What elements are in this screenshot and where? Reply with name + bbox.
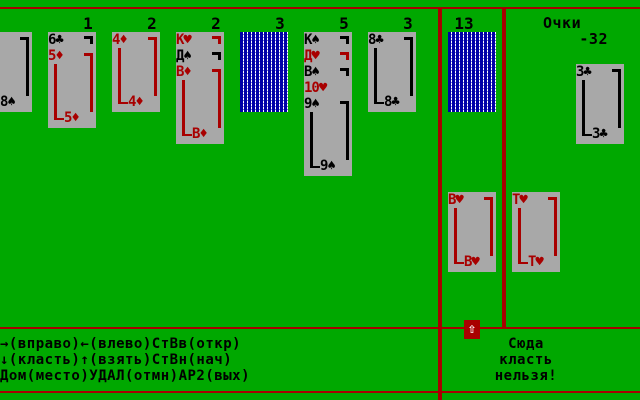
card-label[interactable]: К♠ (304, 32, 320, 48)
card-label[interactable]: В♠ (304, 64, 320, 80)
card-corner (340, 68, 349, 76)
card-pile[interactable]: 8♠8♠ (0, 32, 32, 112)
facedown-pile[interactable] (240, 32, 288, 112)
card-label[interactable]: Т♥ (512, 192, 528, 208)
card-frame-left (374, 48, 377, 104)
card-frame-right (490, 198, 493, 256)
card-label[interactable]: К♥ (176, 32, 192, 48)
card-frame-bottom (118, 102, 128, 104)
status-divider-bottom (0, 391, 640, 393)
card-frame-right (554, 198, 557, 256)
message-line-2: класть (499, 352, 553, 368)
card-label-bottom: В♦ (192, 126, 208, 142)
up-arrow-icon: ⇧ (464, 320, 480, 339)
card-label-bottom: 4♦ (128, 94, 144, 110)
card-frame-bottom (582, 134, 592, 136)
card-label-bottom: 9♠ (320, 158, 336, 174)
card-label[interactable]: В♦ (176, 64, 192, 80)
card-frame-left (310, 112, 313, 168)
card-pile[interactable]: 3♣ 3♣ (576, 64, 624, 144)
stock-pile[interactable] (448, 32, 496, 112)
card-frame-right (154, 38, 157, 96)
card-label-bottom: Т♥ (528, 254, 544, 270)
card-corner (340, 36, 349, 44)
card-label[interactable]: 9♠ (304, 96, 320, 112)
card-label[interactable]: В♥ (448, 192, 464, 208)
card-frame-left (582, 80, 585, 136)
card-frame-bottom (374, 102, 384, 104)
pile-count: 2 (147, 14, 157, 33)
card-corner (212, 36, 221, 44)
card-frame-bottom (518, 262, 528, 264)
card-frame-left (118, 48, 121, 104)
pile-count: 3 (403, 14, 413, 33)
pile-count: 3 (275, 14, 285, 33)
card-pile[interactable]: 4♦ 4♦ (112, 32, 160, 112)
card-label-bottom: В♥ (464, 254, 480, 270)
card-label[interactable]: 10♥ (304, 80, 327, 96)
top-divider (0, 7, 640, 9)
card-frame-right (90, 54, 93, 112)
card-pile[interactable]: 6♣5♦5♦ (48, 32, 96, 128)
card-corner (212, 52, 221, 60)
card-frame-bottom (54, 118, 64, 120)
score-label: Очки (543, 14, 582, 32)
card-frame-right (26, 38, 29, 96)
card-label[interactable]: 4♦ (112, 32, 128, 48)
card-label[interactable]: 8♣ (368, 32, 384, 48)
card-pile[interactable]: К♥Д♠В♦В♦ (176, 32, 224, 144)
status-divider-top (0, 327, 640, 329)
help-line-3: Дом(место)УДАЛ(отмн)АР2(вых) (0, 368, 251, 384)
card-frame-right (618, 70, 621, 128)
card-label-bottom: 3♣ (592, 126, 608, 142)
card-label[interactable]: 3♣ (576, 64, 592, 80)
card-frame-left (54, 64, 57, 120)
card-frame-right (218, 70, 221, 128)
card-label-bottom: 8♠ (0, 94, 16, 110)
help-line-1: →(вправо)←(влево)СтВв(откр) (0, 336, 242, 352)
card-label[interactable]: 5♦ (48, 48, 64, 64)
card-label[interactable]: 6♣ (48, 32, 64, 48)
card-corner (84, 36, 93, 44)
message-line-3: нельзя! (494, 368, 558, 384)
pile-count: 5 (339, 14, 349, 33)
card-pile[interactable]: Т♥ Т♥ (512, 192, 560, 272)
help-line-2: ↓(класть)↑(взять)СтВн(нач) (0, 352, 233, 368)
card-label-bottom: 5♦ (64, 110, 80, 126)
card-frame-left (518, 208, 521, 264)
pile-count: 2 (211, 14, 221, 33)
card-frame-bottom (310, 166, 320, 168)
pile-count: 1 (83, 14, 93, 33)
card-frame-right (346, 102, 349, 160)
card-frame-right (410, 38, 413, 96)
card-label-bottom: 8♣ (384, 94, 400, 110)
card-frame-left (454, 208, 457, 264)
card-pile[interactable]: В♥ В♥ (448, 192, 496, 272)
stock-divider-right (502, 7, 506, 328)
stock-count: 13 (454, 14, 474, 33)
card-frame-bottom (182, 134, 192, 136)
card-pile[interactable]: К♠Д♥В♠10♥9♠9♠ (304, 32, 352, 176)
card-frame-bottom (454, 262, 464, 264)
card-corner (340, 52, 349, 60)
score-value: -32 (579, 30, 608, 48)
card-pile[interactable]: 8♣ 8♣ (368, 32, 416, 112)
card-label[interactable]: Д♠ (176, 48, 192, 64)
card-frame-left (182, 80, 185, 136)
stock-divider-left (438, 7, 442, 400)
message-line-1: Сюда (508, 336, 544, 352)
card-label[interactable]: Д♥ (304, 48, 320, 64)
